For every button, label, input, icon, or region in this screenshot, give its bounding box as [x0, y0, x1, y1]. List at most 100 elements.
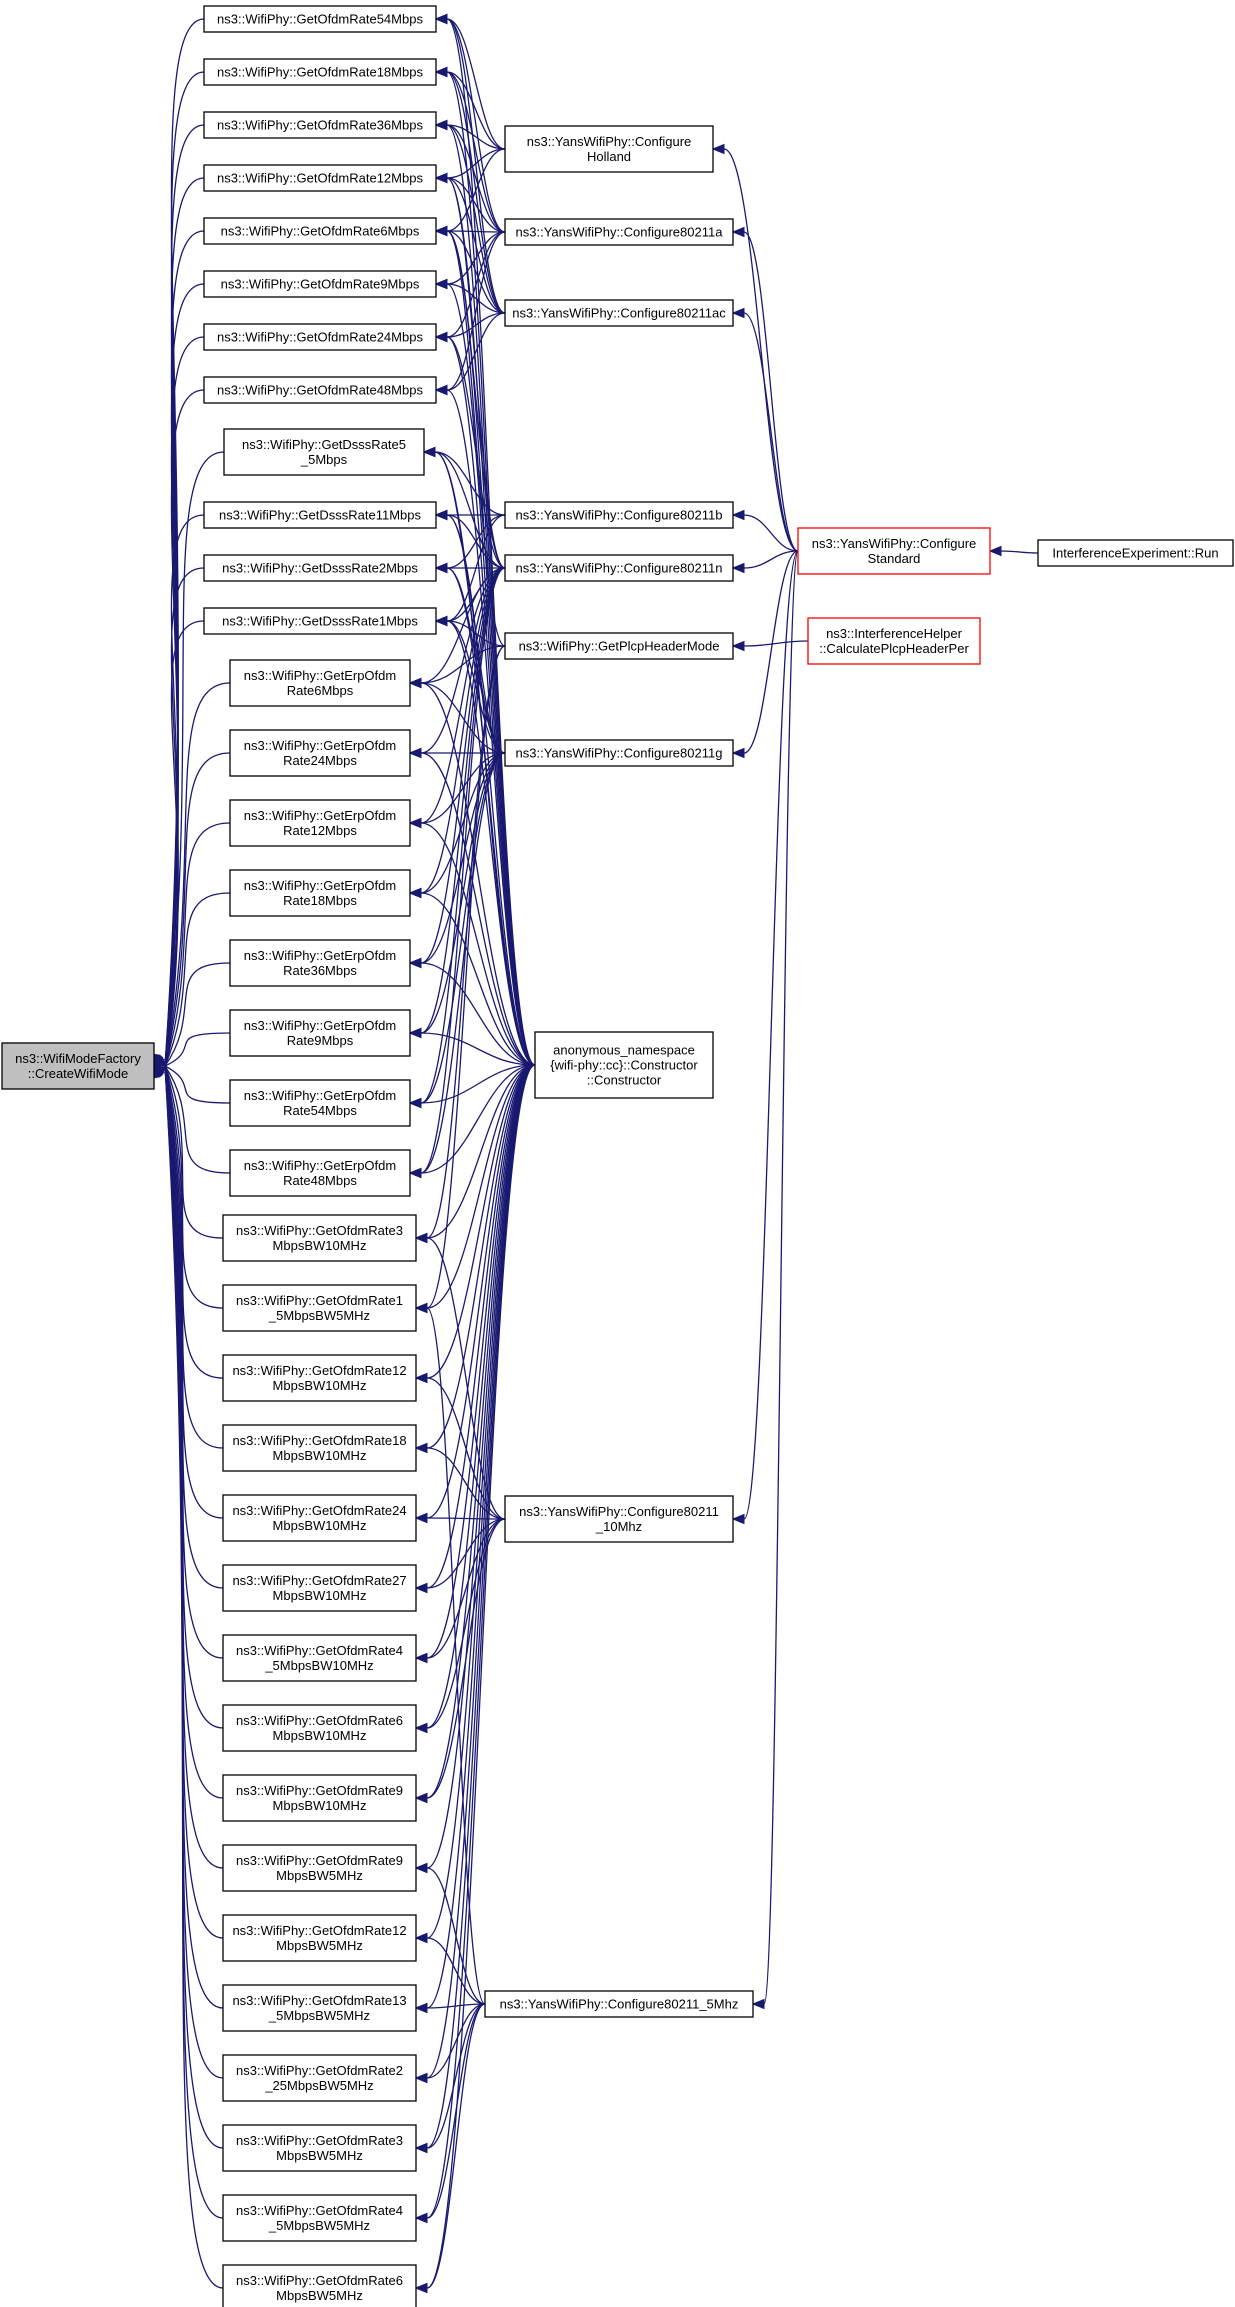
node-dsss2[interactable]: ns3::WifiPhy::GetDsssRate2Mbps: [203, 554, 437, 582]
node-ofdm12[interactable]: ns3::WifiPhy::GetOfdmRate12Mbps: [203, 164, 437, 192]
node-box: [203, 164, 437, 192]
node-box: [203, 270, 437, 298]
node-o225_5[interactable]: ns3::WifiPhy::GetOfdmRate2_25MbpsBW5MHz: [222, 2054, 417, 2102]
node-ofdm9[interactable]: ns3::WifiPhy::GetOfdmRate9Mbps: [203, 270, 437, 298]
node-label: ns3::WifiPhy::GetPlcpHeaderMode: [519, 639, 720, 654]
node-label: ns3::WifiPhy::GetErpOfdm: [244, 1088, 396, 1103]
edge-erp18-to-root: [153, 892, 231, 1068]
node-label: Holland: [587, 149, 631, 164]
edge-o6_10-to-root: [150, 1064, 224, 1729]
edge-erp24-to-root: [151, 752, 231, 1068]
node-dsss11[interactable]: ns3::WifiPhy::GetDsssRate11Mbps: [203, 501, 437, 529]
edge-ihelper-to-plcp: [731, 640, 809, 652]
node-box: [229, 799, 411, 847]
node-c11n[interactable]: ns3::YansWifiPhy::Configure80211n: [504, 554, 734, 582]
node-label: {wifi-phy::cc}::Constructor: [550, 1058, 698, 1073]
node-box: [222, 1844, 417, 1892]
edge-anon-to-erp54: [408, 1064, 536, 1109]
node-o15_5[interactable]: ns3::WifiPhy::GetOfdmRate1_5MbpsBW5MHz: [222, 1284, 417, 1332]
node-box: [504, 554, 734, 582]
node-o45_10[interactable]: ns3::WifiPhy::GetOfdmRate4_5MbpsBW10MHz: [222, 1634, 417, 1682]
node-c11g[interactable]: ns3::YansWifiPhy::Configure80211g: [504, 739, 734, 767]
edge-std-to-c5: [751, 550, 799, 2010]
node-label: _5MbpsBW5MHz: [268, 2008, 370, 2023]
node-box: [222, 1564, 417, 1612]
node-c11b[interactable]: ns3::YansWifiPhy::Configure80211b: [504, 501, 734, 529]
edge-c11ac-to-ofdm48: [434, 312, 506, 396]
node-anon[interactable]: anonymous_namespace{wifi-phy::cc}::Const…: [534, 1031, 714, 1099]
node-box: [203, 554, 437, 582]
node-plcp[interactable]: ns3::WifiPhy::GetPlcpHeaderMode: [504, 632, 734, 660]
node-c11ac[interactable]: ns3::YansWifiPhy::Configure80211ac: [504, 299, 734, 327]
node-o135_5[interactable]: ns3::WifiPhy::GetOfdmRate13_5MbpsBW5MHz: [222, 1984, 417, 2032]
edge-o9_10-to-root: [149, 1064, 224, 1799]
node-box: [229, 1079, 411, 1127]
edge-o18_10-to-root: [150, 1064, 224, 1449]
node-label: ns3::WifiPhy::GetOfdmRate13: [232, 1993, 406, 2008]
node-ofdm6[interactable]: ns3::WifiPhy::GetOfdmRate6Mbps: [203, 217, 437, 245]
node-label: ns3::WifiModeFactory: [15, 1051, 141, 1066]
node-label: ns3::YansWifiPhy::Configure: [812, 536, 977, 551]
node-box: [203, 323, 437, 351]
node-label: ns3::YansWifiPhy::Configure80211: [519, 1504, 719, 1519]
node-label: _5Mbps: [300, 452, 348, 467]
edge-c5-to-o3_5: [414, 2003, 486, 2154]
node-box: [222, 2054, 417, 2102]
node-root[interactable]: ns3::WifiModeFactory::CreateWifiMode: [1, 1042, 155, 1090]
node-label: ns3::WifiPhy::GetOfdmRate27: [232, 1573, 406, 1588]
node-label: ns3::InterferenceHelper: [826, 626, 963, 641]
node-ofdm24[interactable]: ns3::WifiPhy::GetOfdmRate24Mbps: [203, 323, 437, 351]
node-c11a[interactable]: ns3::YansWifiPhy::Configure80211a: [504, 218, 734, 246]
node-label: Rate24Mbps: [283, 753, 357, 768]
node-label: _5MbpsBW10MHz: [264, 1658, 373, 1673]
node-label: ns3::WifiPhy::GetOfdmRate24: [232, 1503, 406, 1518]
node-ofdm36[interactable]: ns3::WifiPhy::GetOfdmRate36Mbps: [203, 111, 437, 139]
node-ofdm54[interactable]: ns3::WifiPhy::GetOfdmRate54Mbps: [203, 5, 437, 33]
node-label: ns3::WifiPhy::GetOfdmRate18: [232, 1433, 406, 1448]
edge-c10-to-o6_10: [414, 1518, 506, 1734]
node-ihelper[interactable]: ns3::InterferenceHelper::CalculatePlcpHe…: [807, 617, 981, 665]
node-label: ns3::WifiPhy::GetOfdmRate6Mbps: [221, 224, 420, 239]
node-label: ns3::WifiPhy::GetErpOfdm: [244, 1158, 396, 1173]
node-box: [203, 5, 437, 33]
node-ofdm18[interactable]: ns3::WifiPhy::GetOfdmRate18Mbps: [203, 58, 437, 86]
node-dsss55[interactable]: ns3::WifiPhy::GetDsssRate5_5Mbps: [223, 428, 425, 476]
node-label: MbpsBW5MHz: [276, 2288, 363, 2303]
node-ofdm48[interactable]: ns3::WifiPhy::GetOfdmRate48Mbps: [203, 376, 437, 404]
node-box: [1, 1042, 155, 1090]
edge-c5-to-o135_5: [414, 2002, 486, 2014]
edge-anon-to-erp48: [408, 1064, 536, 1179]
node-run[interactable]: InterferenceExperiment::Run: [1037, 539, 1234, 567]
node-c5[interactable]: ns3::YansWifiPhy::Configure80211_5Mhz: [484, 1990, 754, 2018]
node-box: [504, 501, 734, 529]
node-label: ns3::WifiPhy::GetOfdmRate12Mbps: [217, 171, 423, 186]
node-box: [222, 2264, 417, 2307]
node-o45_5[interactable]: ns3::WifiPhy::GetOfdmRate4_5MbpsBW5MHz: [222, 2194, 417, 2242]
node-c10[interactable]: ns3::YansWifiPhy::Configure80211_10Mhz: [504, 1495, 734, 1543]
node-label: ns3::WifiPhy::GetOfdmRate48Mbps: [217, 383, 423, 398]
node-dsss1[interactable]: ns3::WifiPhy::GetDsssRate1Mbps: [203, 607, 437, 635]
edge-std-to-c11n: [731, 550, 799, 574]
node-label: Rate48Mbps: [283, 1173, 357, 1188]
